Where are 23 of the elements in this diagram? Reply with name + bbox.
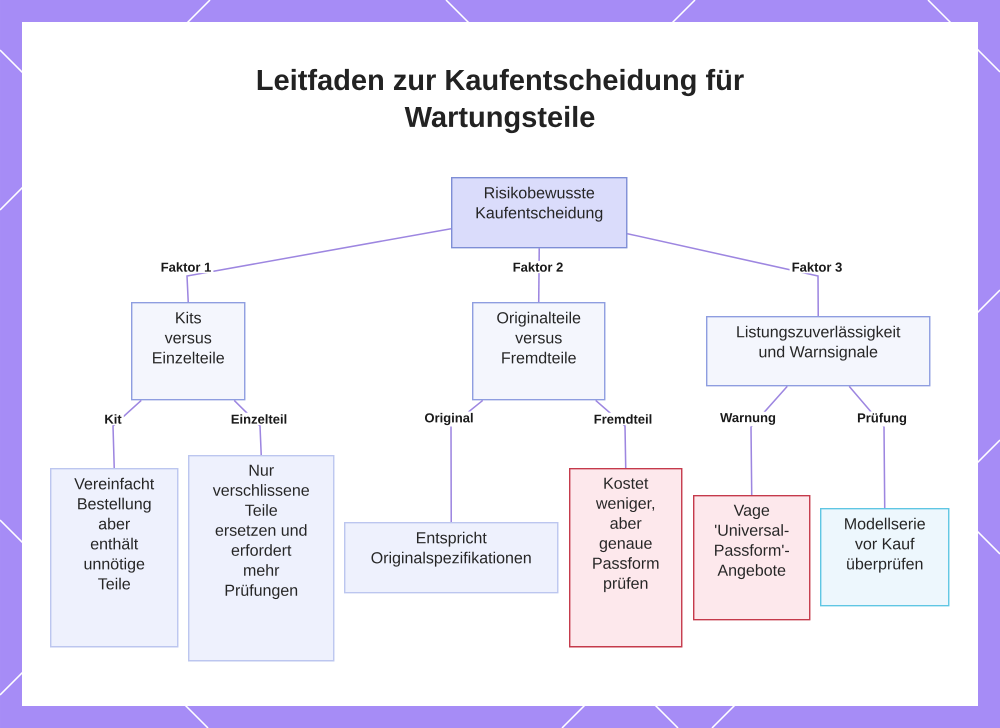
- edge-label: Faktor 2: [510, 260, 566, 274]
- connector-line: [186, 228, 452, 302]
- edge-label: Prüfung: [854, 412, 910, 426]
- option-box: Entspricht Originalspezifikationen: [344, 522, 558, 594]
- title: Leitfaden zur Kaufentscheidung für Wartungsteile: [258, 68, 744, 134]
- warning-box: Kostet weniger, aber genaue Passform prüfen: [569, 468, 682, 648]
- edge-label: Kit: [102, 412, 124, 426]
- option-box: Vereinfacht Bestellung aber enthält unnötige Teile: [50, 468, 178, 648]
- tip-box: Modellserie vor Kauf überprüfen: [820, 508, 950, 606]
- warning-box: Vage 'Universal-Passform'-Angebote: [693, 495, 810, 620]
- factor-box: Listungszuverlässigkeit und Warnsignale: [706, 316, 930, 386]
- edge-label: Warnung: [718, 412, 778, 426]
- root-box: Risikobewusste Kaufentscheidung: [451, 177, 628, 248]
- option-box: Nur verschlissene Teile ersetzen und erfordert mehr Prüfungen: [188, 455, 334, 662]
- factor-box: Originalteile versus Fremdteile: [472, 302, 606, 400]
- edge-label: Faktor 3: [790, 260, 844, 274]
- connector-line: [112, 400, 142, 468]
- connector-line: [627, 232, 819, 316]
- edge-label: Einzelteil: [228, 412, 290, 426]
- edge-label: Original: [422, 412, 476, 426]
- edge-label: Fremdteil: [592, 412, 654, 426]
- edge-label: Faktor 1: [158, 260, 214, 274]
- factor-box: Kits versus Einzelteile: [131, 302, 246, 400]
